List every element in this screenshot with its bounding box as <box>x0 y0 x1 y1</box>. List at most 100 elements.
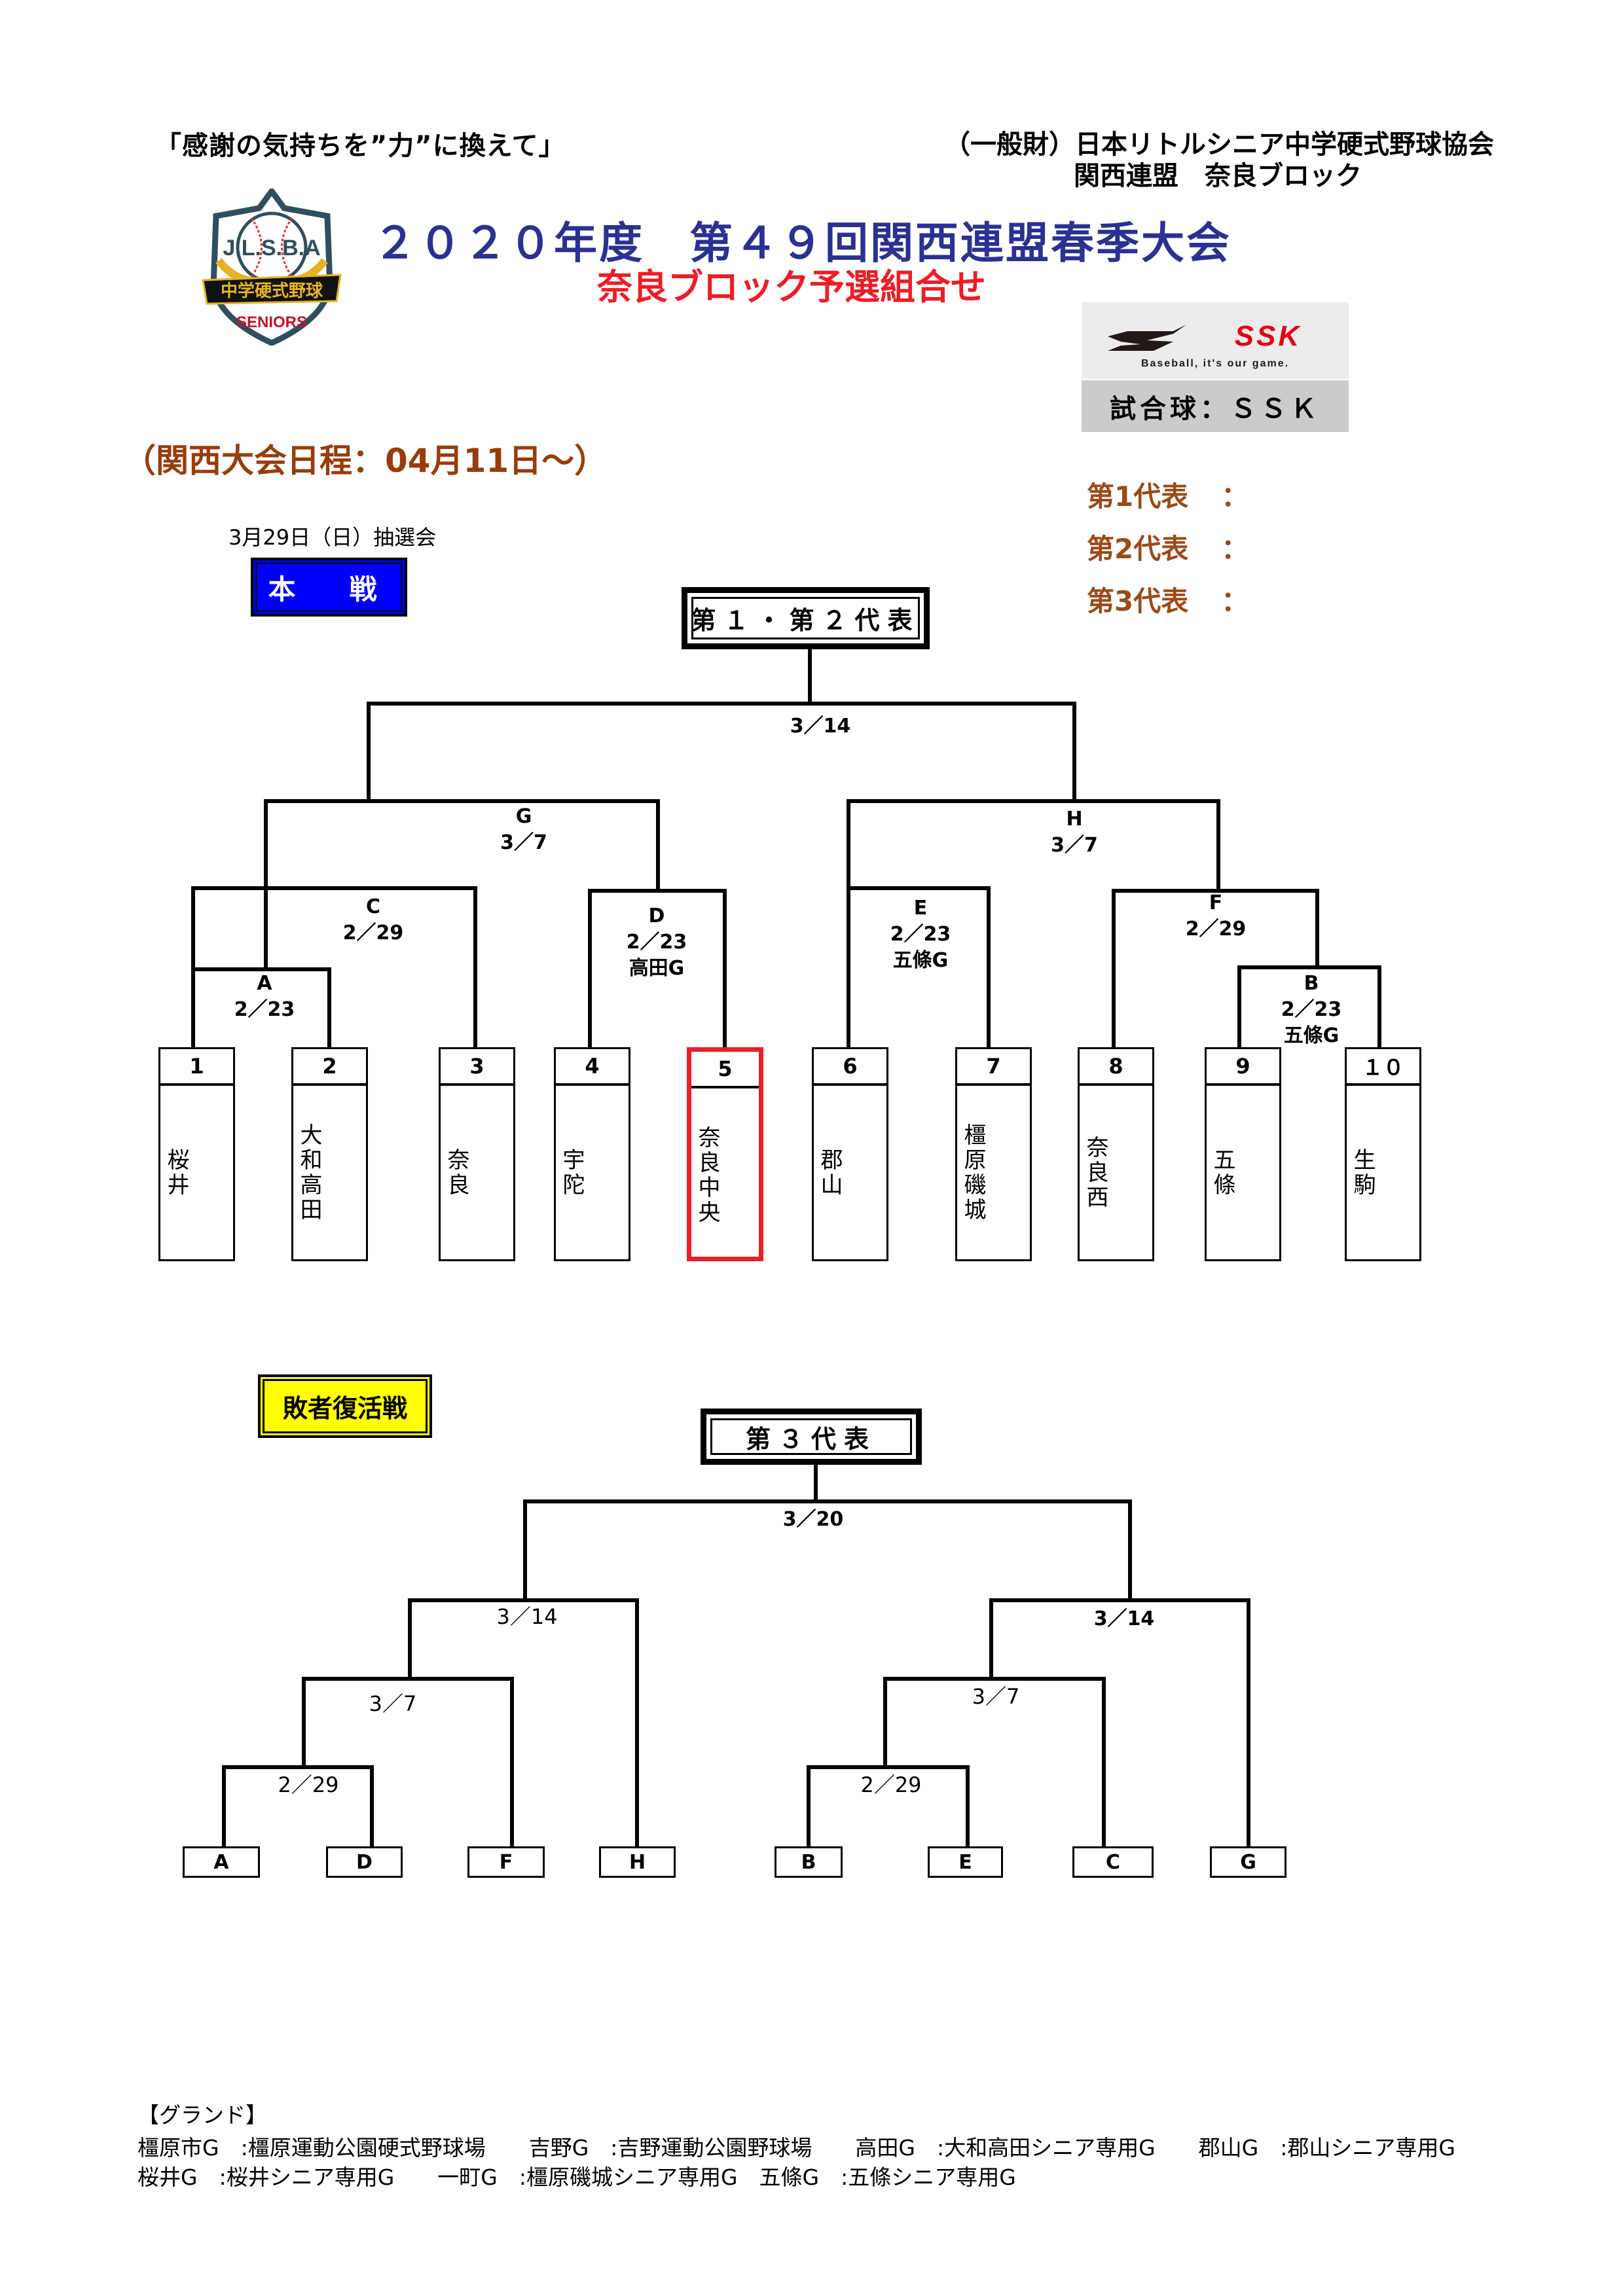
representative-1: 第1代表 ： <box>1087 475 1249 514</box>
match-date: 3／7 <box>1051 834 1098 857</box>
main-tournament-label-text: 本 戦 <box>268 573 390 605</box>
team-seed: 2 <box>293 1049 366 1086</box>
rep-left-r3-date: 3／14 <box>496 1604 558 1629</box>
team-box: 1 桜井 <box>158 1047 235 1261</box>
team-seed: 5 <box>691 1052 759 1088</box>
match-venue: 五條G <box>1283 1024 1340 1047</box>
line-match-e <box>847 886 991 1049</box>
match-date: 2／23 <box>1281 998 1342 1021</box>
line-rep-right-r1 <box>807 1765 970 1848</box>
match-d-label: D 2／23 高田G <box>627 903 687 982</box>
representative-label: 第3代表 <box>1087 585 1189 617</box>
main-tournament-label: 本 戦 <box>251 558 407 617</box>
repechage-label-text: 敗者復活戦 <box>282 1394 407 1423</box>
organization-name: （一般財）日本リトルシニア中学硬式野球協会 <box>944 130 1494 160</box>
team-box: 5 奈良中央 <box>687 1047 763 1261</box>
team-name: 大和高田 <box>296 1122 322 1223</box>
team-name: 生駒 <box>1349 1147 1376 1198</box>
representative-value: ： <box>1221 533 1249 565</box>
team-seed: 1 <box>160 1049 233 1086</box>
match-id: G <box>515 805 532 828</box>
third-representative-box: 第３代表 <box>701 1408 922 1465</box>
rep-right-r2-date: 3／7 <box>972 1684 1020 1709</box>
team-box: 7 橿原磯城 <box>955 1047 1032 1261</box>
match-date: 3／7 <box>500 831 547 854</box>
official-ball-label: 試合球：ＳＳＫ <box>1082 380 1349 432</box>
lottery-date: 3月29日（日）抽選会 <box>228 525 437 550</box>
rep-leaf: D <box>326 1846 403 1878</box>
representative-label: 第2代表 <box>1087 533 1189 565</box>
team-name: 奈良 <box>443 1147 469 1198</box>
representative-value: ： <box>1221 585 1249 617</box>
team-box: 2 大和高田 <box>291 1047 368 1261</box>
team-name: 奈良西 <box>1082 1135 1108 1210</box>
team-box: 3 奈良 <box>439 1047 515 1261</box>
line-match-f <box>1112 889 1319 1049</box>
team-box: 6 郡山 <box>812 1047 888 1261</box>
final-representative-box: 第１・第２代表 <box>682 587 930 649</box>
representative-2: 第2代表 ： <box>1087 527 1249 567</box>
team-seed: 6 <box>814 1049 886 1086</box>
match-id: A <box>257 972 272 995</box>
rep-leaf: A <box>183 1846 260 1878</box>
team-name: 奈良中央 <box>694 1125 720 1225</box>
match-id: D <box>648 905 665 927</box>
team-name: 郡山 <box>816 1147 843 1198</box>
rep-leaf: H <box>599 1846 676 1878</box>
team-seed: 7 <box>957 1049 1030 1086</box>
organization-block: 関西連盟 奈良ブロック <box>1074 161 1362 191</box>
third-representative-text: 第３代表 <box>745 1424 877 1454</box>
page-title: ２０２０年度 第４９回関西連盟春季大会 <box>373 218 1231 268</box>
grounds-line-1: 橿原市G :橿原運動公園硬式野球場 吉野G :吉野運動公園野球場 高田G :大和… <box>137 2135 1455 2161</box>
rep-right-r1-date: 2／29 <box>860 1772 922 1797</box>
team-name: 橿原磯城 <box>960 1122 986 1223</box>
slogan: 「感謝の気持ちを”力”に換えて」 <box>155 131 566 161</box>
match-date: 2／23 <box>890 923 951 946</box>
match-c-label: C 2／29 <box>343 894 404 946</box>
match-date: 2／29 <box>342 922 404 944</box>
team-box: 8 奈良西 <box>1078 1047 1154 1261</box>
jlsba-logo-icon: J.L.S.B.A 中学硬式野球 SENIORS <box>199 186 344 346</box>
ssk-tagline: Baseball, it's our game. <box>1141 358 1289 369</box>
team-name: 五條 <box>1209 1147 1235 1198</box>
line-match-d <box>588 889 727 1049</box>
match-e-label: E 2／23 五條G <box>890 895 951 974</box>
representative-value: ： <box>1221 480 1249 512</box>
grounds-line-2: 桜井G :桜井シニア専用G 一町G :橿原磯城シニア専用G 五條G :五條シニア… <box>137 2164 1016 2190</box>
logo-text-top: J.L.S.B.A <box>223 236 320 260</box>
match-id: C <box>365 895 381 918</box>
team-seed: 9 <box>1207 1049 1279 1086</box>
match-a-label: A 2／23 <box>234 971 295 1023</box>
repechage-final-date: 3／20 <box>782 1508 844 1531</box>
match-g-label: G 3／7 <box>500 804 547 856</box>
line-match-c <box>191 886 477 1049</box>
representative-label: 第1代表 <box>1087 480 1189 512</box>
final-representative-text: 第１・第２代表 <box>691 606 921 635</box>
team-seed: 3 <box>441 1049 513 1086</box>
ssk-logo-icon: SSK Baseball, it's our game. <box>1082 302 1349 379</box>
rep-leaf: F <box>467 1846 545 1878</box>
line-rep-right-r2 <box>883 1677 1106 1848</box>
match-id: E <box>913 897 928 920</box>
line-match-b <box>1237 965 1381 1049</box>
match-id: B <box>1304 972 1319 995</box>
match-h-label: H 3／7 <box>1051 806 1098 859</box>
rep-leaf: B <box>775 1846 843 1878</box>
line-match-h <box>847 799 1220 893</box>
team-name: 桜井 <box>163 1147 189 1198</box>
match-venue: 高田G <box>629 957 685 980</box>
repechage-label: 敗者復活戦 <box>258 1374 432 1438</box>
line-rep-right-r3 <box>989 1598 1250 1848</box>
rep-left-r1-date: 2／29 <box>278 1772 339 1797</box>
team-seed: 8 <box>1080 1049 1152 1086</box>
match-date: 2／23 <box>626 931 687 954</box>
team-box: 9 五條 <box>1205 1047 1281 1261</box>
line-match-g <box>264 799 660 893</box>
rep-leaf: C <box>1072 1846 1154 1878</box>
match-f-label: F 2／29 <box>1186 890 1247 942</box>
match-id: F <box>1209 891 1223 914</box>
representative-3: 第3代表 ： <box>1087 579 1249 619</box>
match-date: 2／23 <box>234 998 295 1021</box>
